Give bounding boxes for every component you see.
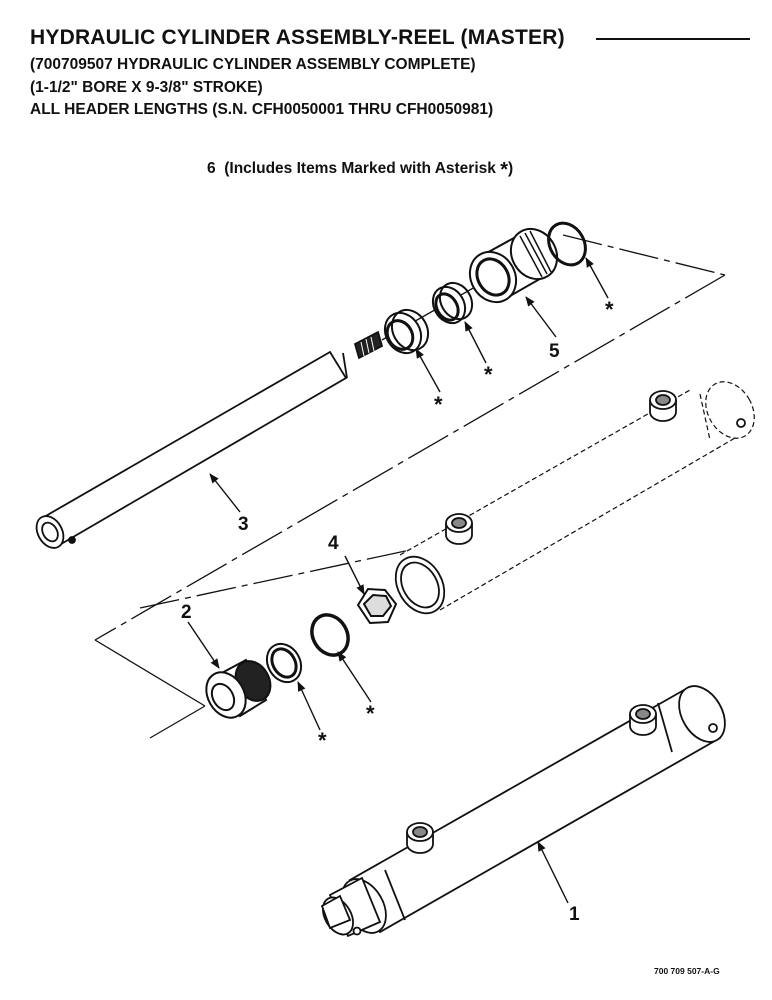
seal-kit-note: 6 (Includes Items Marked with Asterisk *… [207,156,514,181]
asterisk-marker: * [366,701,375,726]
piston-o-ring [310,613,350,657]
barrel-phantom [399,381,755,611]
asterisk-marker: * [605,297,614,322]
callout-5: 5 [549,341,560,362]
gland-o-ring [547,221,587,267]
drawing-code: 700 709 507-A-G [654,966,720,976]
rod-wiper-seal [383,308,430,355]
assembled-cylinder [320,685,726,938]
asterisk-marker: * [318,728,327,753]
piston-seal [265,642,303,684]
page-title: HYDRAULIC CYLINDER ASSEMBLY-REEL (MASTER… [30,26,565,49]
asterisk-marker: * [484,362,493,387]
asterisk-marker: * [434,392,443,417]
assembly-part-number: (700709507 HYDRAULIC CYLINDER ASSEMBLY C… [30,56,476,73]
piston [149,658,272,739]
piston-rod [35,249,541,549]
seal-kit-text: (Includes Items Marked with Asterisk [224,160,496,177]
gland [468,227,559,304]
serial-range: ALL HEADER LENGTHS (S.N. CFH0050001 THRU… [30,101,494,118]
barrel-ports-phantom [445,390,746,545]
seal-kit-asterisk: * [500,159,508,181]
rod-seal [431,281,474,325]
bore-stroke-spec: (1-1/2" BORE X 9-3/8" STROKE) [30,79,263,96]
title-rule [596,38,750,40]
callout-4: 4 [328,533,339,554]
leader-arrows [187,257,609,904]
seal-kit-number: 6 [207,160,216,177]
callout-2: 2 [181,602,192,623]
barrel-open-end [394,555,446,615]
hex-nut [356,587,398,625]
callout-3: 3 [238,514,249,535]
callout-1: 1 [569,904,580,925]
seal-kit-close: ) [507,160,514,177]
exploded-view-frame [94,234,726,707]
